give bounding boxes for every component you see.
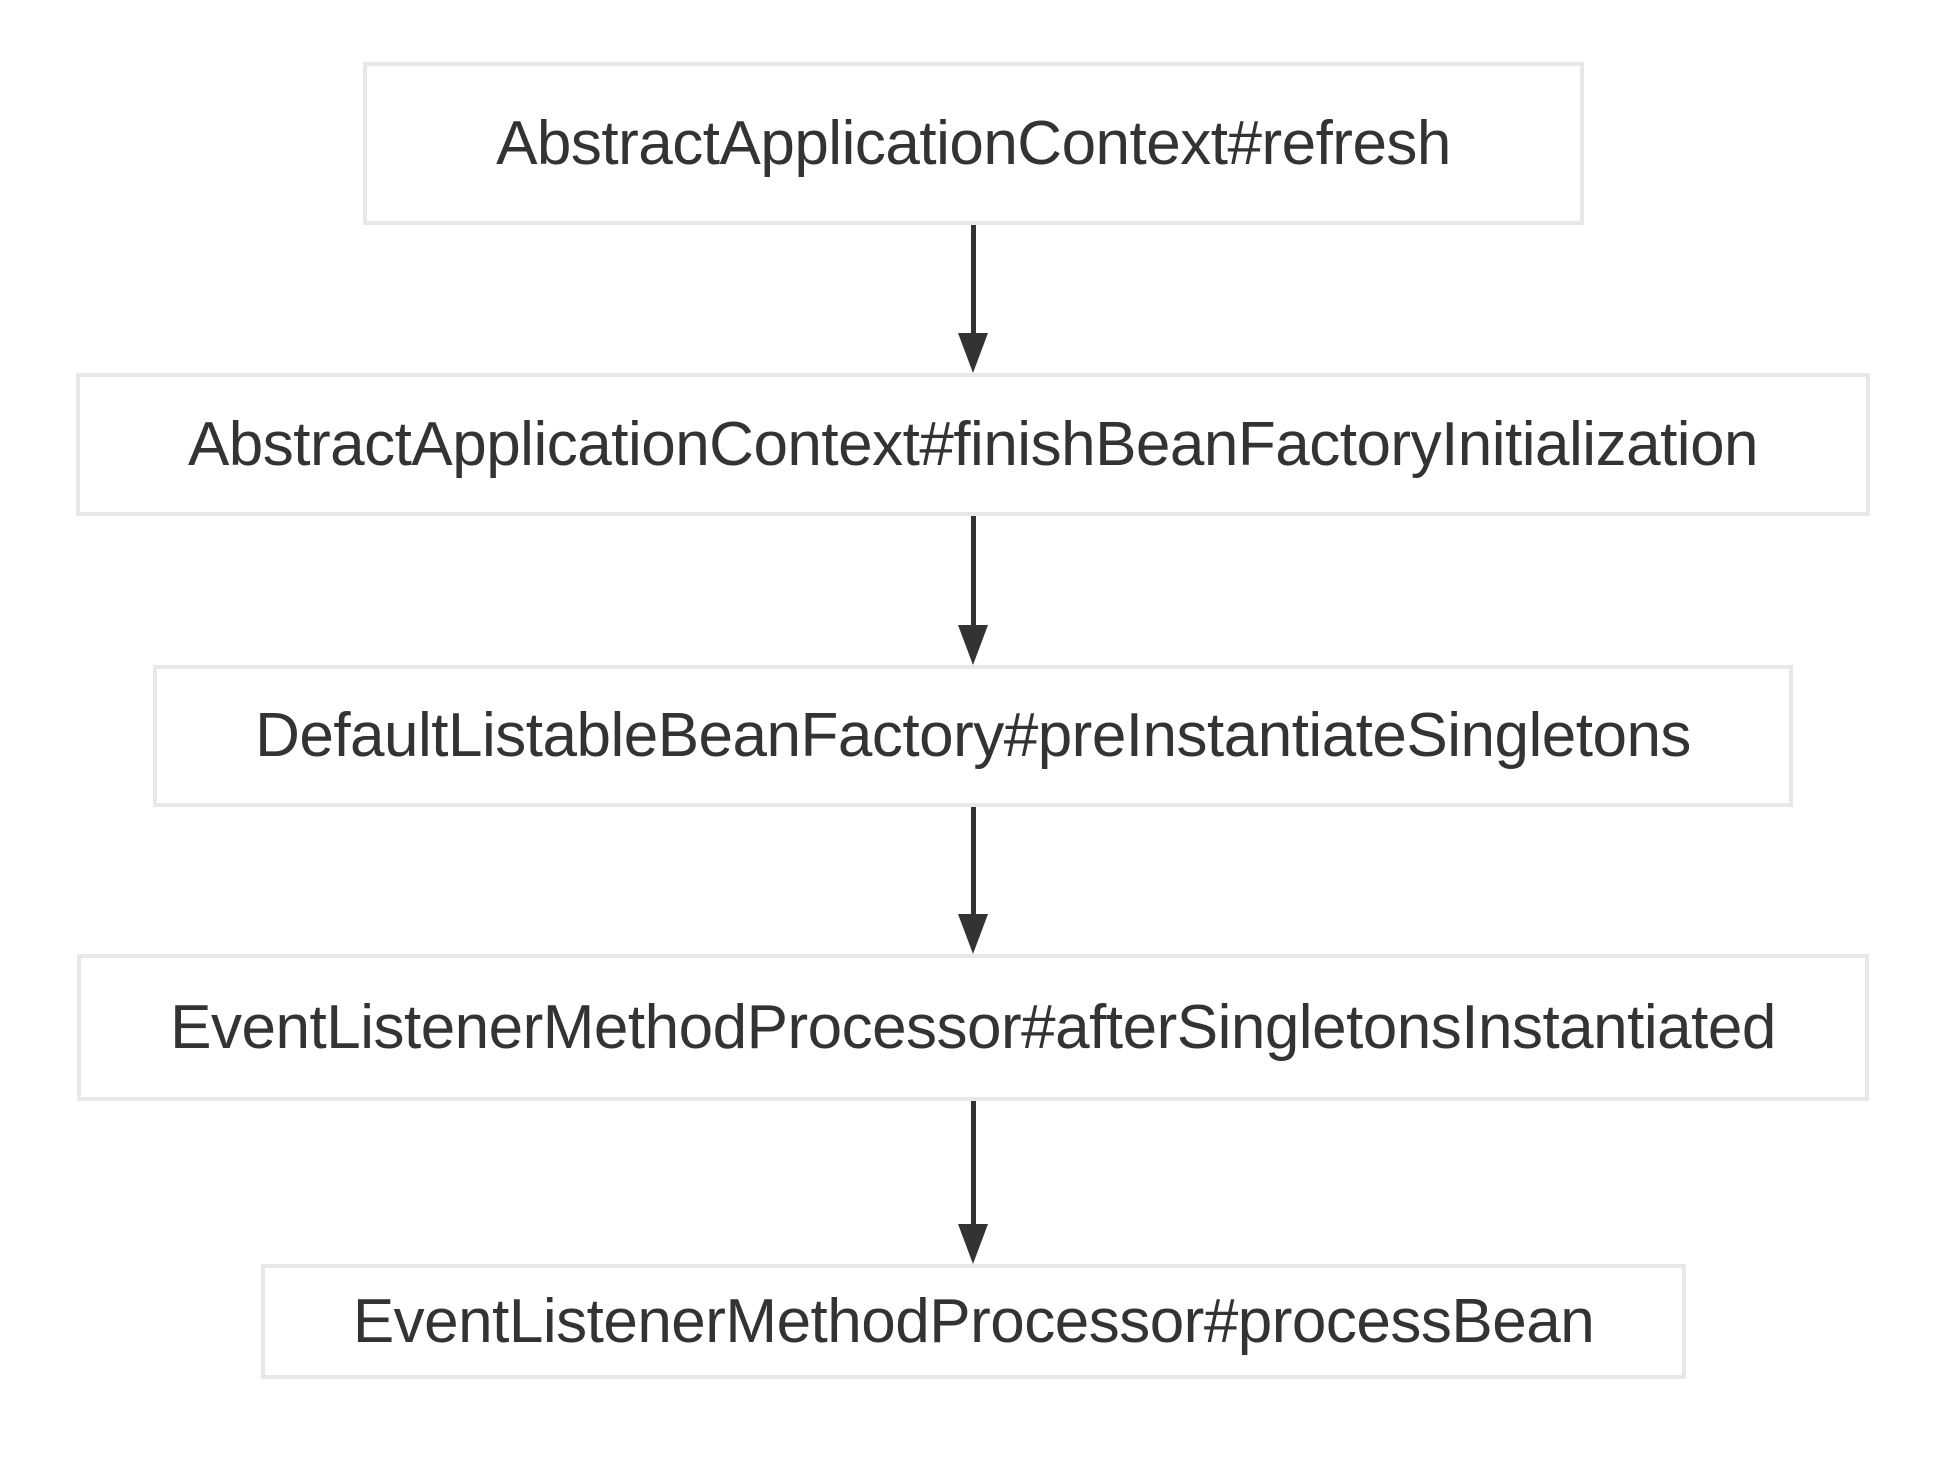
arrow-shaft (970, 1101, 976, 1226)
arrow-head-icon (958, 1224, 988, 1264)
arrow-head-icon (958, 333, 988, 373)
node-processbean: EventListenerMethodProcessor#processBean (261, 1264, 1686, 1379)
node-finishbeanfactoryinitialization: AbstractApplicationContext#finishBeanFac… (76, 373, 1870, 516)
node-aftersingletonsinstantiated: EventListenerMethodProcessor#afterSingle… (77, 954, 1869, 1101)
arrow-shaft (970, 516, 976, 627)
node-label: AbstractApplicationContext#finishBeanFac… (187, 409, 1759, 479)
arrow-shaft (970, 225, 976, 335)
arrow-head-icon (958, 625, 988, 665)
node-label: DefaultListableBeanFactory#preInstantiat… (255, 701, 1691, 770)
node-preinstantiatesingletons: DefaultListableBeanFactory#preInstantiat… (153, 665, 1793, 807)
arrow-head-icon (958, 914, 988, 954)
arrow-shaft (970, 807, 976, 916)
node-label: EventListenerMethodProcessor#afterSingle… (170, 992, 1776, 1062)
node-abstractapplicationcontext-refresh: AbstractApplicationContext#refresh (363, 62, 1584, 225)
node-label: AbstractApplicationContext#refresh (496, 108, 1451, 178)
node-label: EventListenerMethodProcessor#processBean (352, 1286, 1595, 1356)
